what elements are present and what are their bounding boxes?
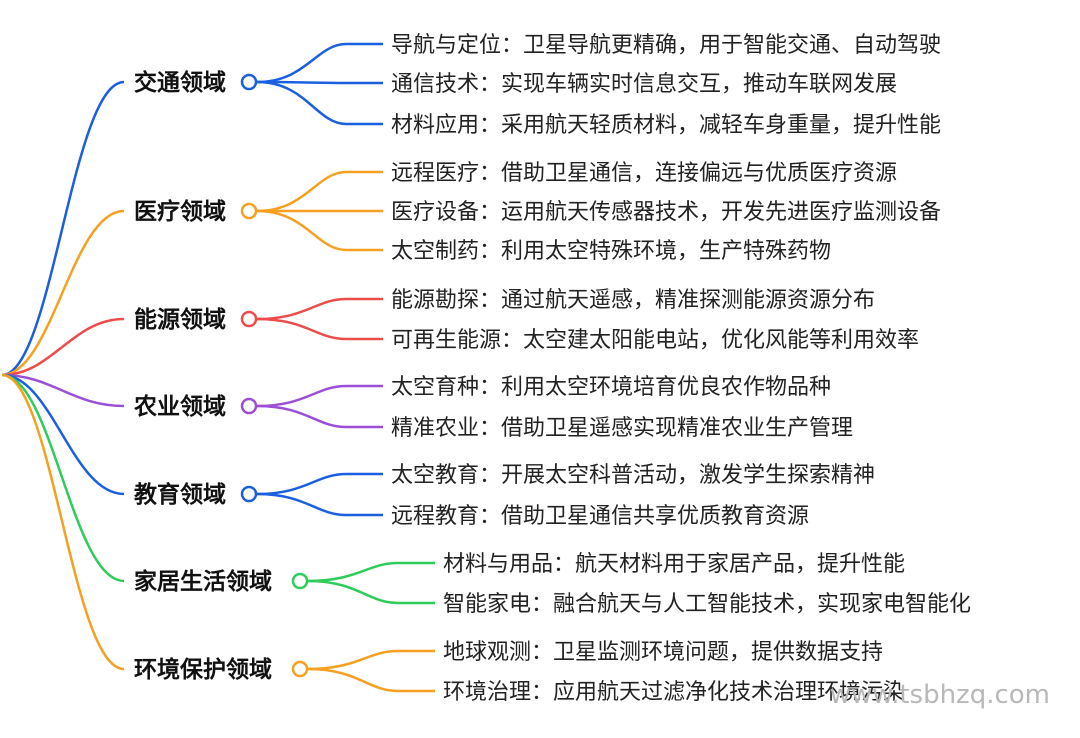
- leaf-connector: [307, 561, 435, 583]
- leaf-text: 医疗设备：运用航天传感器技术，开发先进医疗监测设备: [391, 200, 941, 225]
- branch-label: 交通领域: [134, 69, 226, 96]
- leaf-text: 智能家电：融合航天与人工智能技术，实现家电智能化: [443, 592, 971, 617]
- leaf-text: 远程医疗：借助卫星通信，连接偏远与优质医疗资源: [391, 161, 897, 186]
- leaf-connector: [307, 579, 435, 605]
- branch-label: 农业领域: [133, 393, 226, 420]
- branch-node-circle[interactable]: [291, 572, 309, 590]
- leaf-text: 太空育种：利用太空环境培育优良农作物品种: [391, 375, 831, 400]
- leaf-text: 可再生能源：太空建太阳能电站，优化风能等利用效率: [391, 328, 919, 353]
- leaf-connector: [256, 384, 383, 408]
- branch-node-circle[interactable]: [291, 660, 309, 678]
- leaf-connector: [256, 80, 383, 85]
- leaf-text: 远程教育：借助卫星通信共享优质教育资源: [391, 504, 809, 529]
- leaf-connector: [256, 209, 383, 252]
- leaf-text: 材料与用品：航天材料用于家居产品，提升性能: [443, 552, 905, 577]
- leaf-text: 材料应用：采用航天轻质材料，减轻车身重量，提升性能: [391, 113, 941, 138]
- leaf-connector: [307, 667, 435, 693]
- branch-label: 教育领域: [134, 481, 226, 508]
- watermark: www.tsbhzq.com: [830, 680, 1050, 710]
- branch-label: 医疗领域: [134, 198, 226, 225]
- branch-label: 环境保护领域: [134, 656, 272, 683]
- branch-label: 能源领域: [134, 306, 226, 333]
- leaf-text: 通信技术：实现车辆实时信息交互，推动车联网发展: [391, 72, 897, 97]
- leaf-text: 能源勘探：通过航天遥感，精准探测能源资源分布: [391, 288, 875, 313]
- leaf-text: 导航与定位：卫星导航更精确，用于智能交通、自动驾驶: [391, 33, 941, 58]
- leaf-connector: [256, 317, 383, 341]
- leaf-text: 环境治理：应用航天过滤净化技术治理环境污染: [443, 680, 905, 705]
- connector-lines: [1, 42, 435, 693]
- leaf-text: 太空制药：利用太空特殊环境，生产特殊药物: [391, 239, 831, 264]
- leaf-connector: [256, 297, 383, 321]
- leaf-connector: [256, 170, 383, 213]
- leaf-connector: [256, 42, 383, 84]
- branch-node-circle[interactable]: [240, 310, 258, 328]
- root-connector: [1, 317, 125, 377]
- root-connector: [1, 209, 125, 377]
- leaf-connector: [256, 472, 383, 496]
- root-connector: [1, 373, 125, 496]
- leaf-connector: [256, 492, 383, 517]
- root-connector: [1, 373, 125, 583]
- branch-node-circle[interactable]: [240, 485, 258, 503]
- leaf-text: 太空教育：开展太空科普活动，激发学生探索精神: [391, 463, 875, 488]
- branch-nodes: 交通领域 导航与定位：卫星导航更精确，用于智能交通、自动驾驶通信技术：实现车辆实时…: [133, 33, 971, 705]
- leaf-text: 精准农业：借助卫星遥感实现精准农业生产管理: [391, 416, 853, 441]
- leaf-text: 地球观测：卫星监测环境问题，提供数据支持: [443, 640, 883, 665]
- root-connector: [1, 80, 125, 377]
- branch-node-circle[interactable]: [240, 73, 258, 91]
- root-connector: [1, 373, 125, 671]
- branch-label: 家居生活领域: [134, 568, 272, 595]
- branch-node-circle[interactable]: [240, 397, 258, 415]
- root-connector: [1, 373, 125, 408]
- branch-node-circle[interactable]: [240, 202, 258, 220]
- leaf-connector: [256, 404, 383, 429]
- leaf-connector: [256, 80, 383, 126]
- leaf-connector: [307, 649, 435, 671]
